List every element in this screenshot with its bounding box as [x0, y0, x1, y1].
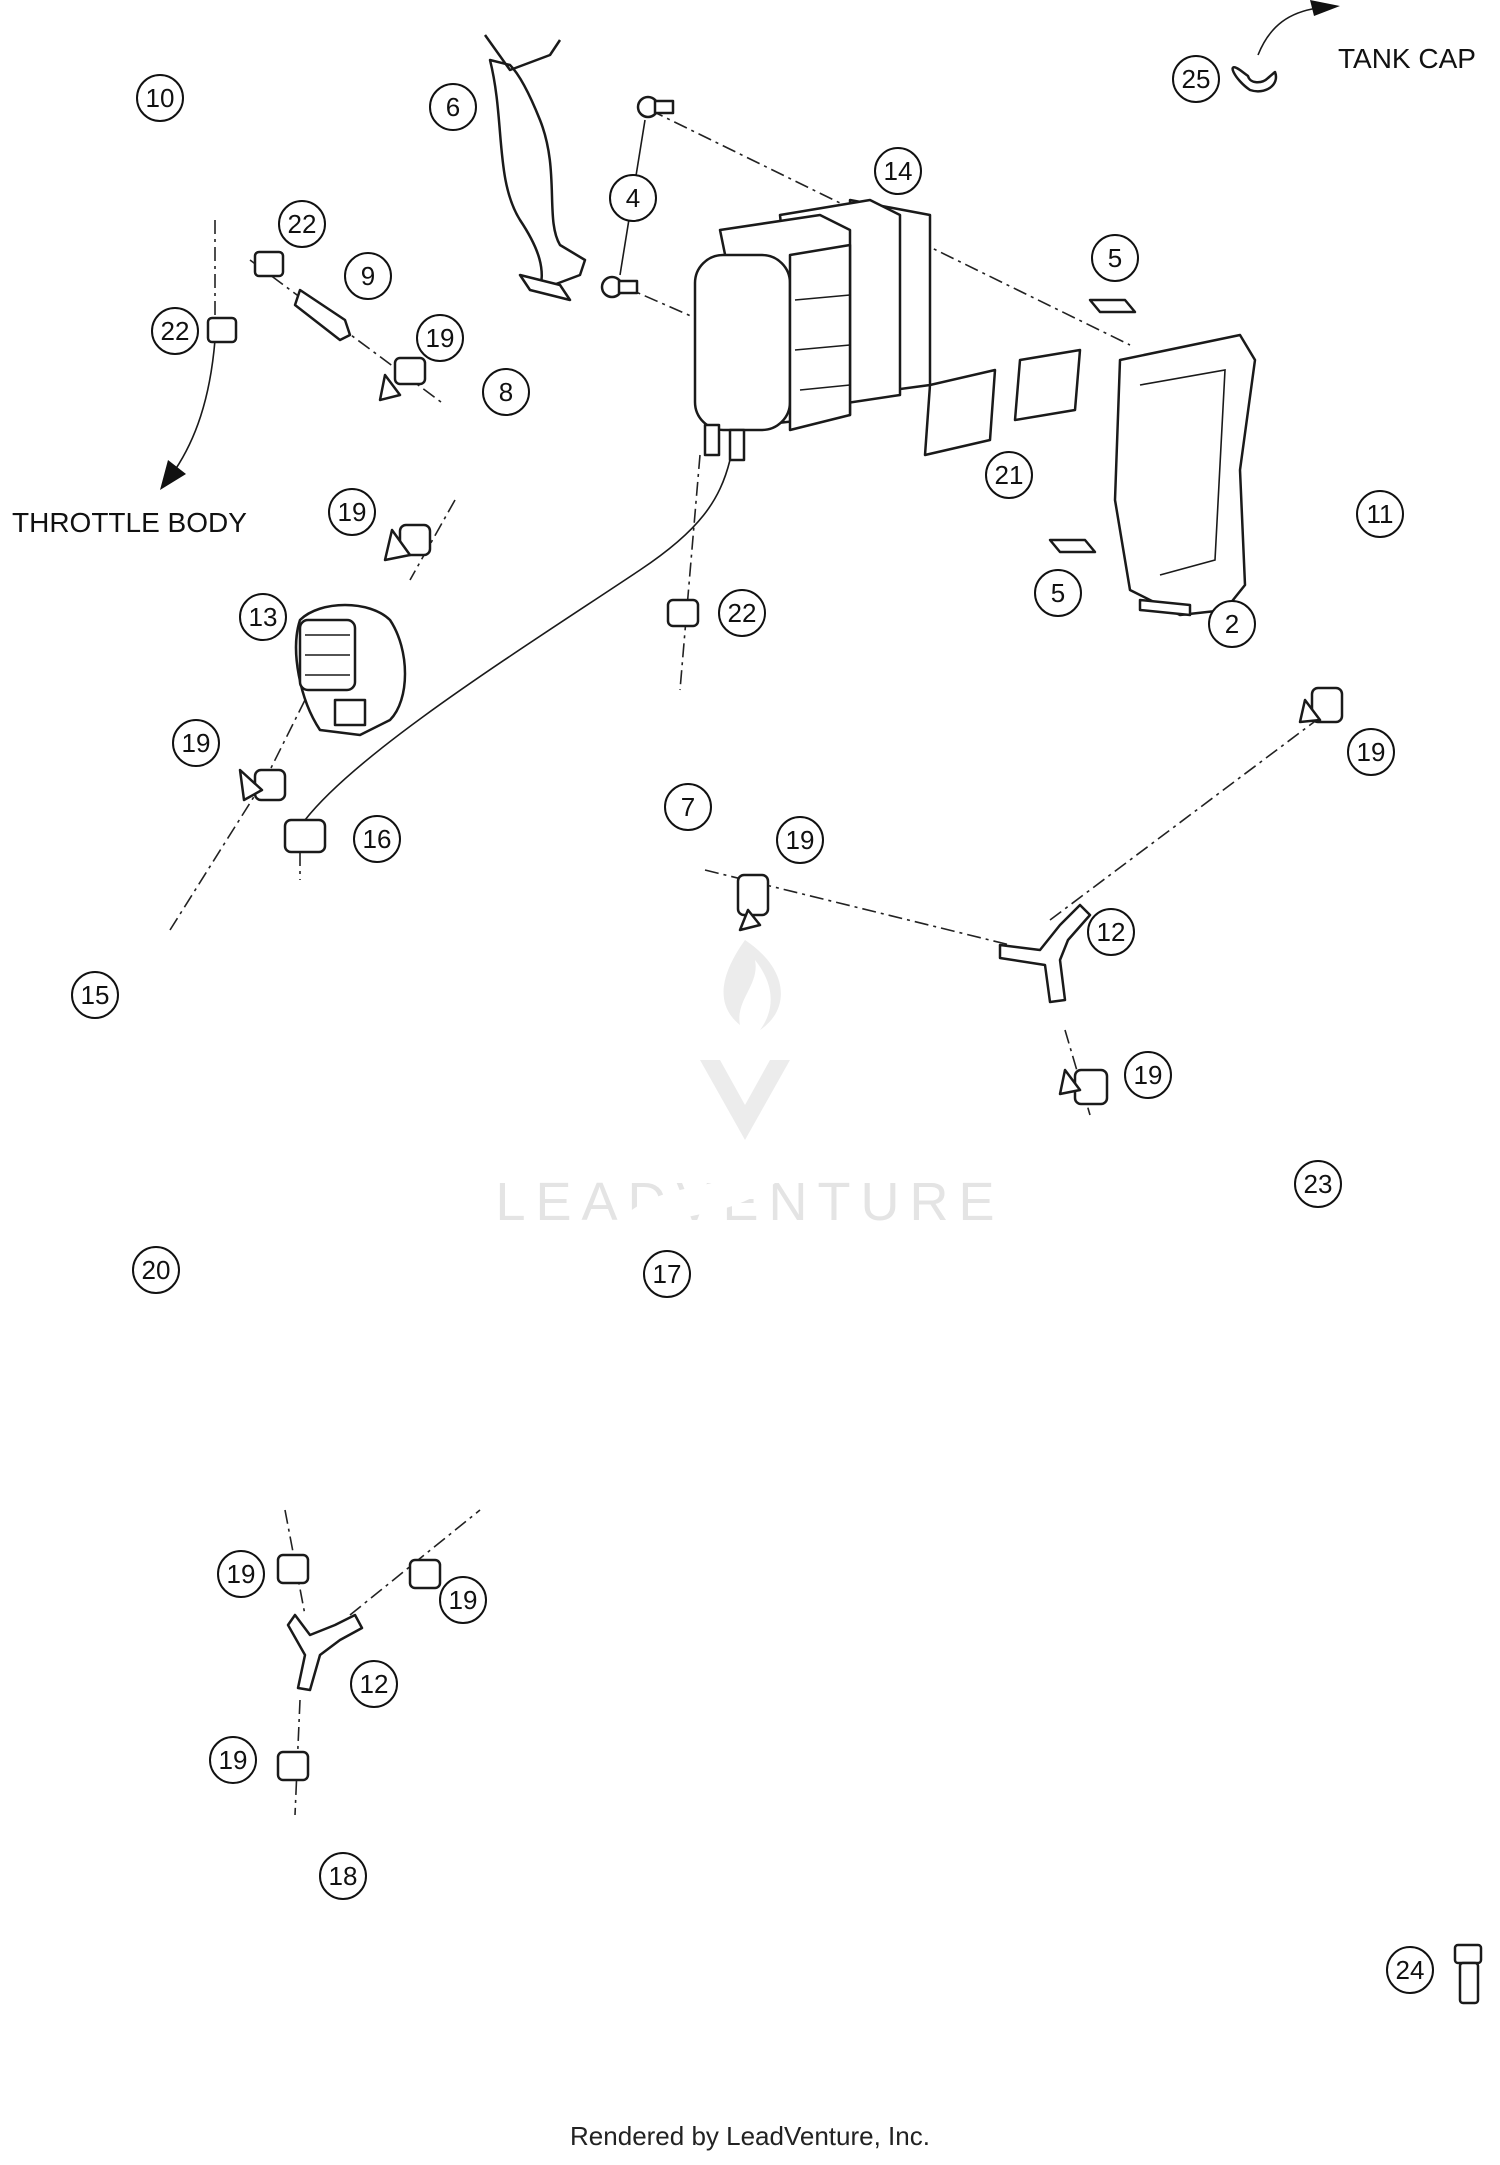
callout-19-b: 19 [328, 488, 376, 536]
svg-text:6: 6 [446, 92, 460, 122]
svg-text:19: 19 [449, 1585, 478, 1615]
callout-20: 20 [132, 1246, 180, 1294]
canister-vent-line [304, 459, 731, 821]
svg-text:23: 23 [1304, 1169, 1333, 1199]
holder-2 [1113, 333, 1257, 617]
callout-16: 16 [353, 815, 401, 863]
svg-text:14: 14 [884, 156, 913, 186]
hose-23 [1094, 1126, 1454, 1949]
callout-22-b: 22 [151, 307, 199, 355]
callout-22-c: 22 [718, 589, 766, 637]
callout-19-f: 19 [1124, 1051, 1172, 1099]
svg-text:8: 8 [499, 377, 513, 407]
hose-20 [1, 1061, 279, 1514]
callout-21: 21 [985, 451, 1033, 499]
callout-19-d: 19 [172, 719, 220, 767]
callout-12-a: 12 [1087, 908, 1135, 956]
svg-text:16: 16 [363, 824, 392, 854]
callout-7: 7 [664, 783, 712, 831]
valve-13 [294, 603, 407, 737]
watermark: LEADVENTURE [495, 940, 995, 1232]
svg-text:22: 22 [288, 209, 317, 239]
svg-text:5: 5 [1051, 578, 1065, 608]
svg-text:18: 18 [329, 1861, 358, 1891]
tee-12-upper [998, 903, 1092, 1004]
pads-21 [923, 348, 1082, 457]
bracket-6 [483, 34, 587, 302]
throttle-body-label: THROTTLE BODY [12, 507, 247, 538]
hose-18 [256, 1811, 385, 2165]
callout-5-a: 5 [1091, 234, 1139, 282]
svg-text:25: 25 [1182, 64, 1211, 94]
callout-18: 18 [319, 1852, 367, 1900]
svg-text:9: 9 [361, 261, 375, 291]
svg-text:7: 7 [681, 792, 695, 822]
svg-text:19: 19 [1134, 1060, 1163, 1090]
callout-5-b: 5 [1034, 569, 1082, 617]
hose-7 [593, 695, 705, 885]
tank-cap-label: TANK CAP [1338, 43, 1476, 74]
callout-19-a: 19 [416, 314, 464, 362]
svg-text:19: 19 [227, 1559, 256, 1589]
callout-22-a: 22 [278, 200, 326, 248]
svg-text:15: 15 [81, 980, 110, 1010]
svg-text:10: 10 [146, 83, 175, 113]
callout-8: 8 [482, 368, 530, 416]
tee-12-lower [286, 1613, 364, 1692]
callout-19-h: 19 [439, 1576, 487, 1624]
hose-15 [126, 884, 311, 1078]
callout-19-e: 19 [776, 816, 824, 864]
callout-19-c: 19 [1347, 728, 1395, 776]
callout-19-i: 19 [209, 1736, 257, 1784]
callout-19-g: 19 [217, 1550, 265, 1598]
callout-4: 4 [609, 174, 657, 222]
svg-text:19: 19 [182, 728, 211, 758]
hose-8 [430, 395, 507, 500]
callout-10: 10 [136, 74, 184, 122]
svg-text:12: 12 [1097, 917, 1126, 947]
tank-cap-arrow [1257, 0, 1340, 56]
callout-6: 6 [429, 83, 477, 131]
callout-23: 23 [1294, 1160, 1342, 1208]
throttle-body-arrow [160, 339, 216, 490]
hose-17 [476, 1061, 829, 1519]
callout-14: 14 [874, 147, 922, 195]
svg-text:22: 22 [161, 316, 190, 346]
svg-text:21: 21 [995, 460, 1024, 490]
svg-text:19: 19 [786, 825, 815, 855]
svg-text:2: 2 [1225, 609, 1239, 639]
callout-24: 24 [1386, 1946, 1434, 1994]
svg-text:19: 19 [338, 497, 367, 527]
svg-text:24: 24 [1396, 1955, 1425, 1985]
fitting-9 [293, 288, 352, 342]
hose-11 [1243, 110, 1470, 685]
callout-15: 15 [71, 971, 119, 1019]
canister-14 [693, 198, 932, 462]
svg-text:22: 22 [728, 598, 757, 628]
clip-25 [1231, 66, 1278, 93]
footer-credit: Rendered by LeadVenture, Inc. [570, 2121, 930, 2151]
clips-5 [1048, 298, 1137, 554]
callout-9: 9 [344, 252, 392, 300]
fitting-24 [1453, 1943, 1483, 2005]
svg-text:19: 19 [219, 1745, 248, 1775]
svg-text:5: 5 [1108, 243, 1122, 273]
callout-11: 11 [1356, 490, 1404, 538]
svg-text:12: 12 [360, 1669, 389, 1699]
callout-2: 2 [1208, 600, 1256, 648]
callout-25: 25 [1172, 55, 1220, 103]
hose-10 [153, 104, 253, 231]
svg-text:13: 13 [249, 602, 278, 632]
svg-text:11: 11 [1367, 499, 1394, 529]
clamps [206, 250, 1344, 1782]
svg-text:20: 20 [142, 1255, 171, 1285]
svg-text:4: 4 [626, 183, 640, 213]
svg-text:19: 19 [426, 323, 455, 353]
callout-12-b: 12 [350, 1660, 398, 1708]
svg-text:19: 19 [1357, 737, 1386, 767]
callout-17: 17 [643, 1250, 691, 1298]
callout-13: 13 [239, 593, 287, 641]
svg-text:17: 17 [653, 1259, 682, 1289]
